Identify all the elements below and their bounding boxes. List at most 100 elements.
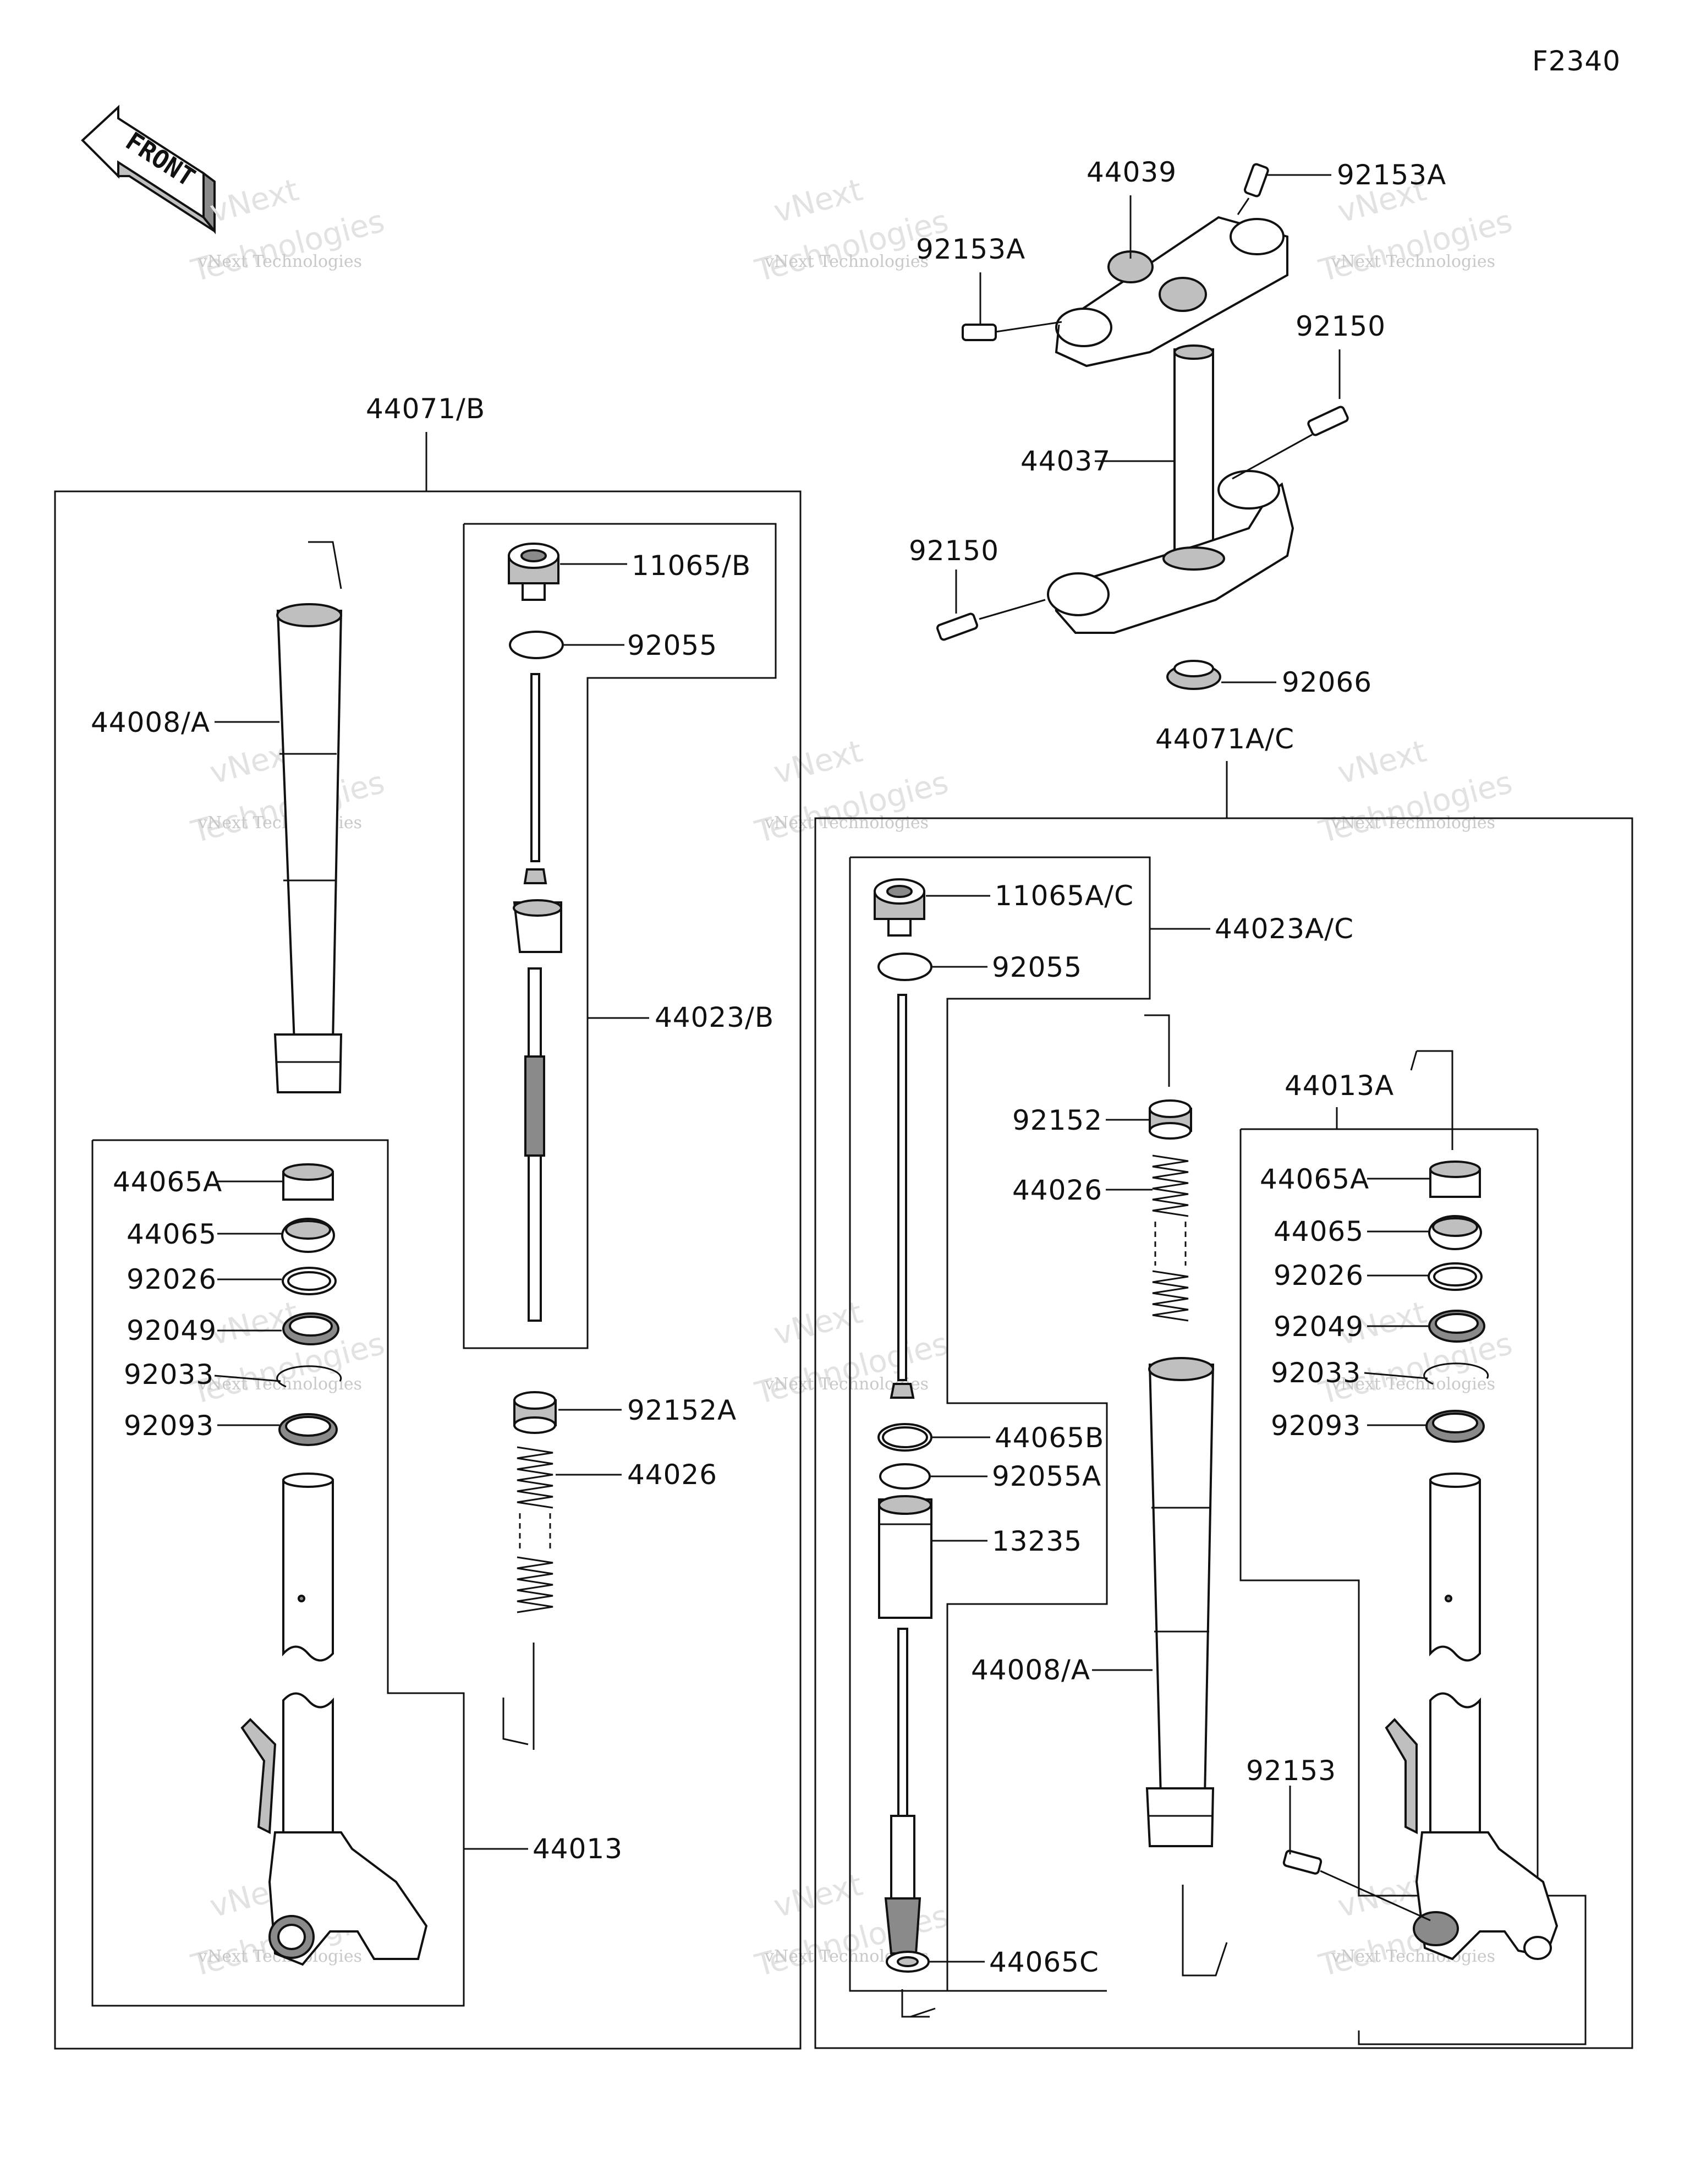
label-92055-right: 92055 [992,951,1082,983]
label-44037: 44037 [1020,445,1111,477]
assembly-frame-44071B [54,490,802,2050]
label-44065B: 44065B [995,1422,1104,1454]
outer-tube-44008A-right[interactable] [1145,1357,1215,1847]
label-44013: 44013 [533,1833,623,1865]
label-44065-right: 44065 [1274,1216,1364,1247]
label-13235: 13235 [992,1525,1082,1557]
label-11065AC: 11065A/C [995,880,1134,912]
washer-44065C[interactable] [886,1951,930,1973]
cylinder-13235[interactable] [878,1495,932,1619]
cap-bolt-11065B[interactable] [508,543,559,601]
bushing-44065A-left[interactable] [282,1163,334,1201]
spring-44026-left[interactable] [517,1446,553,1613]
steering-stem-44037[interactable] [1047,344,1294,634]
watermark-text: vNext [1334,734,1430,791]
watermark-text: vNext Technologies [1331,1947,1495,1966]
label-44065A-left: 44065A [113,1166,222,1198]
label-92153: 92153 [1246,1755,1336,1787]
watermark-text: vNext [770,172,866,230]
circlip-92033-left[interactable] [276,1365,342,1388]
watermark-text: vNext [206,172,303,230]
oil-seal-92049-right[interactable] [1428,1310,1485,1343]
bolt-92150-right[interactable] [1307,406,1349,436]
damper-rod-left[interactable] [513,673,562,1322]
cap-bolt-11065AC[interactable] [874,878,925,937]
label-92055-left: 92055 [627,630,717,661]
bushing-44065-left[interactable] [281,1218,335,1253]
label-44065A-right: 44065A [1260,1163,1369,1195]
label-92153A-top: 92153A [1337,159,1446,191]
outer-tube-44008A-left[interactable] [273,603,343,1093]
label-92150-right: 92150 [1296,310,1386,342]
assembly-frame-44071AC [814,817,1633,2049]
frame-44023AC [849,856,1151,1992]
bushing-44065-right[interactable] [1428,1215,1482,1250]
bolt-92153A-top[interactable] [1243,163,1269,198]
label-92033-right: 92033 [1271,1357,1361,1389]
inner-tube-44013A-right[interactable] [1385,1473,1559,1961]
label-44026-left: 44026 [627,1459,717,1491]
bushing-44065A-right[interactable] [1429,1161,1481,1198]
frame-44013A [1239,1129,1587,2045]
label-44008A-left: 44008/A [91,707,210,738]
oil-seal-92049-left[interactable] [282,1312,339,1345]
label-92150-left: 92150 [909,535,999,567]
watermark-text: vNext [770,1867,866,1925]
watermark-text: vNext [770,734,866,791]
watermark-text: vNext [770,1295,866,1353]
label-11065B: 11065/B [632,550,751,582]
oring-92055-left[interactable] [509,631,564,659]
watermark-text: vNext Technologies [197,252,362,271]
bolt-92153[interactable] [1282,1849,1323,1875]
label-92153A-left: 92153A [916,233,1025,265]
damper-rod-right[interactable] [884,994,921,1955]
label-44071AC: 44071A/C [1155,723,1294,755]
label-44065C: 44065C [989,1946,1099,1978]
label-92152A: 92152A [627,1394,737,1426]
spring-44026-right[interactable] [1152,1154,1189,1322]
washer-92026-left[interactable] [282,1267,337,1295]
label-92026-left: 92026 [127,1263,217,1295]
watermark-text: vNext Technologies [197,1375,362,1394]
oring-92055-right[interactable] [877,953,932,981]
label-44071B: 44071/B [366,393,485,425]
dust-seal-92093-left[interactable] [278,1413,338,1446]
front-arrow-icon: FRONT [81,105,216,234]
frame-44023B [463,523,777,1349]
inner-tube-44013-left[interactable] [240,1473,428,1966]
label-92049-left: 92049 [127,1315,217,1346]
circlip-92033-right[interactable] [1423,1362,1489,1385]
watermark-text: vNext Technologies [764,252,929,271]
label-44008A-right: 44008/A [971,1654,1090,1686]
cap-92066[interactable] [1166,660,1221,690]
bolt-92153A-left[interactable] [962,324,997,341]
diagram-code: F2340 [1532,45,1621,77]
bolt-92150-left[interactable] [936,612,978,641]
upper-triple-clamp-44039[interactable] [1055,216,1288,368]
oring-92055A[interactable] [879,1463,931,1490]
watermark-text: vNext Technologies [764,813,929,833]
oring-44065B[interactable] [877,1423,932,1452]
label-92033-left: 92033 [124,1359,214,1391]
frame-44013 [91,1139,465,2007]
label-44013A: 44013A [1285,1070,1394,1102]
spring-nut-92152[interactable] [1149,1099,1192,1140]
label-92055A: 92055A [992,1460,1101,1492]
label-92152: 92152 [1012,1104,1102,1136]
label-92066: 92066 [1282,666,1372,698]
dust-seal-92093-right[interactable] [1425,1410,1485,1443]
label-92093-left: 92093 [124,1410,214,1442]
label-44023B: 44023/B [655,1001,774,1033]
label-44023AC: 44023A/C [1215,913,1354,945]
spring-nut-92152A[interactable] [513,1391,557,1434]
label-44065-left: 44065 [127,1218,217,1250]
watermark-text: vNext Technologies [1331,813,1495,833]
label-92026-right: 92026 [1274,1260,1364,1291]
label-92049-right: 92049 [1274,1311,1364,1343]
washer-92026-right[interactable] [1428,1262,1483,1291]
label-44026-right: 44026 [1012,1174,1102,1206]
label-92093-right: 92093 [1271,1410,1361,1442]
label-44039: 44039 [1087,156,1177,188]
watermark-text: vNext Technologies [1331,252,1495,271]
